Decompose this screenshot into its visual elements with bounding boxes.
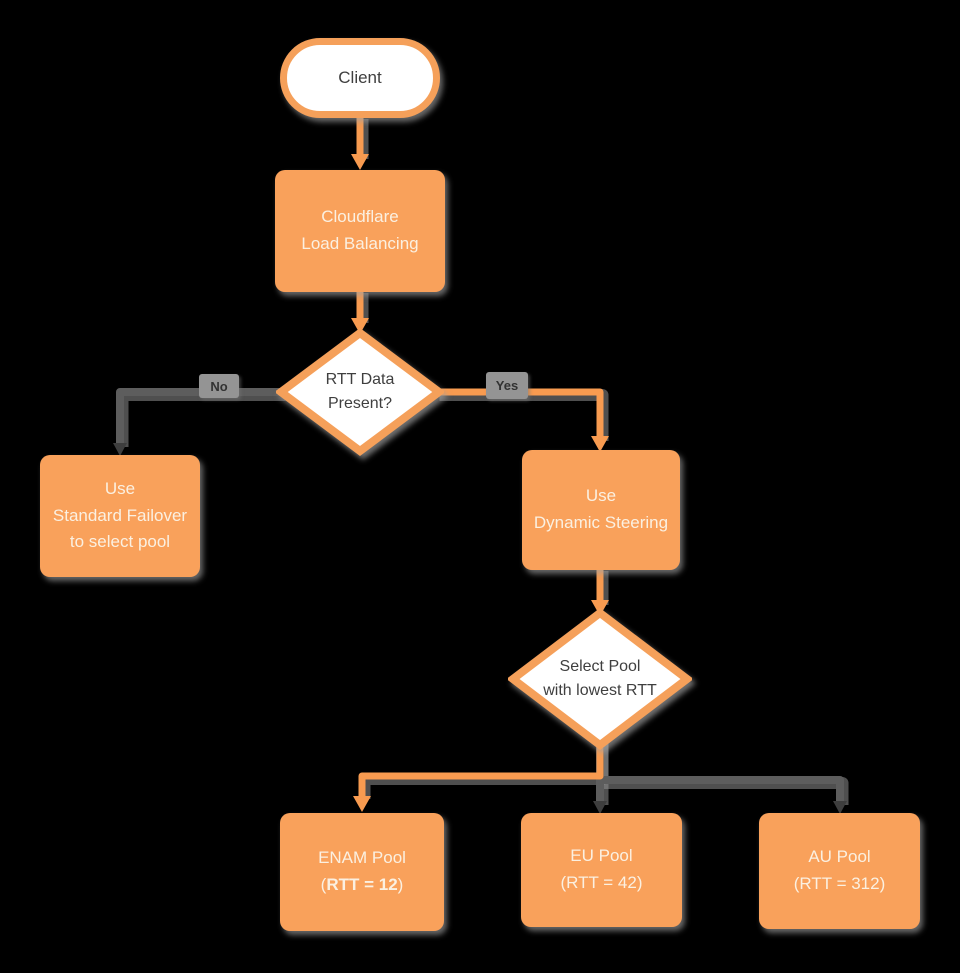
enam-paren-close: ) [397, 875, 404, 894]
node-eu-line2: (RTT = 42) [560, 873, 643, 892]
node-select-pool-decision: Select Pool with lowest RTT [508, 608, 692, 750]
edge-to-enam-pool [358, 740, 604, 796]
arrowhead-into-decision [351, 318, 369, 334]
node-rtt-decision: RTT Data Present? [276, 328, 444, 456]
node-rtt-decision-line2: Present? [327, 395, 393, 412]
node-client: Client [280, 38, 440, 118]
edge-shadow [358, 743, 609, 799]
enam-paren-open: ( [320, 875, 327, 894]
node-select-pool-line2: with lowest RTT [543, 682, 657, 699]
node-enam-line2: (RTT = 12) [318, 873, 406, 898]
edge-shadow [602, 777, 849, 805]
node-standard-failover: Use Standard Failover to select pool [40, 455, 200, 577]
edge-label-yes: Yes [486, 372, 528, 399]
node-client-label: Client [338, 68, 382, 87]
decision-diamond-shape [508, 608, 692, 750]
arrowhead-into-au [833, 801, 847, 814]
node-cloudflare-line2: Load Balancing [301, 234, 419, 253]
node-cloudflare-load-balancing: Cloudflare Load Balancing [275, 170, 445, 292]
edge-label-no-text: No [210, 378, 228, 394]
edge-label-yes-text: Yes [495, 378, 519, 393]
node-steering-line1: Use [585, 486, 617, 506]
node-eu-line1: EU Pool [570, 846, 633, 866]
node-au-line2: (RTT = 312) [793, 874, 886, 893]
node-au-line1: AU Pool [808, 847, 871, 867]
arrowhead-into-enam [353, 796, 371, 812]
node-enam-pool: ENAM Pool (RTT = 12) [280, 813, 444, 931]
edge-label-no: No [199, 374, 239, 398]
node-au-pool: AU Pool (RTT = 312) [759, 813, 920, 929]
arrowhead-into-failover [113, 443, 127, 456]
edge-shadow [116, 389, 286, 447]
arrowhead-into-lb [351, 154, 369, 170]
node-cloudflare-line1: Cloudflare [321, 207, 399, 227]
edge-to-au-pool [600, 776, 844, 802]
edge-shadow [439, 389, 609, 441]
node-eu-pool: EU Pool (RTT = 42) [521, 813, 682, 927]
node-select-pool-line1: Select Pool [559, 658, 641, 675]
decision-diamond-shape [276, 328, 444, 456]
node-failover-line1: Use [104, 479, 136, 499]
node-failover-line3: to select pool [69, 532, 171, 552]
node-enam-line1: ENAM Pool [318, 848, 406, 868]
arrowhead-into-steering [591, 436, 609, 452]
enam-rtt-value: RTT = 12 [326, 875, 398, 894]
node-steering-line2: Dynamic Steering [533, 513, 669, 532]
arrowhead-into-eu [593, 801, 607, 814]
node-failover-line2: Standard Failover [52, 505, 188, 525]
node-rtt-decision-line1: RTT Data [325, 371, 395, 388]
node-dynamic-steering: Use Dynamic Steering [522, 450, 680, 570]
